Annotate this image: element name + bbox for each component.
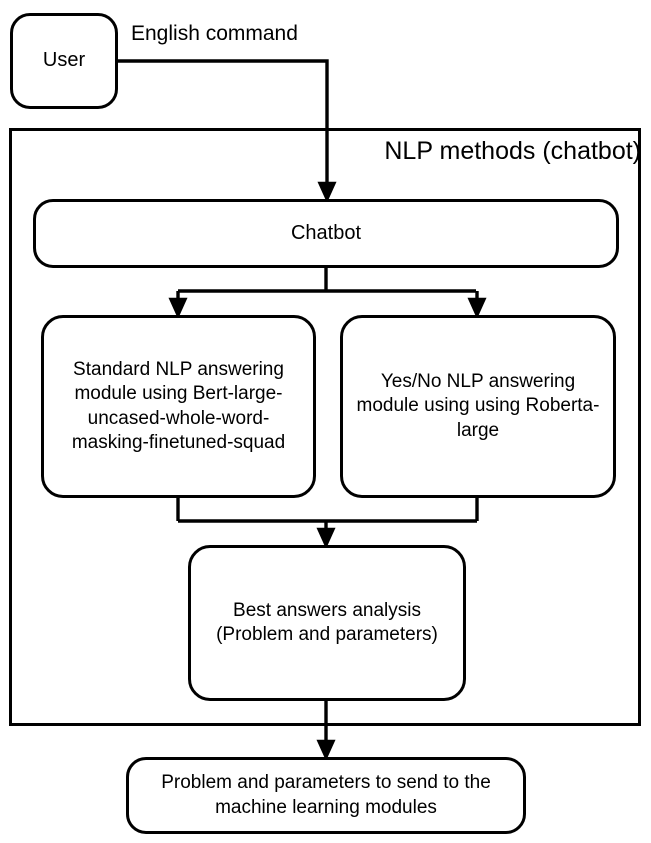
node-chatbot[interactable]: Chatbot: [33, 199, 619, 268]
node-standard-nlp-module-label: Standard NLP answering module using Bert…: [71, 358, 286, 453]
group-nlp-methods-title: NLP methods (chatbot): [384, 137, 641, 165]
node-best-answers-analysis[interactable]: Best answers analysis (Problem and param…: [188, 545, 466, 701]
node-best-answers-analysis-label: Best answers analysis (Problem and param…: [216, 599, 438, 645]
node-output-problem-parameters[interactable]: Problem and parameters to send to the ma…: [126, 757, 526, 834]
node-chatbot-label: Chatbot: [290, 221, 362, 244]
node-standard-nlp-module[interactable]: Standard NLP answering module using Bert…: [41, 315, 316, 498]
node-user[interactable]: User: [10, 13, 118, 109]
node-yesno-nlp-module-label: Yes/No NLP answering module using using …: [356, 371, 600, 441]
node-yesno-nlp-module[interactable]: Yes/No NLP answering module using using …: [340, 315, 616, 498]
node-output-problem-parameters-label: Problem and parameters to send to the ma…: [161, 772, 491, 818]
group-nlp-methods: [9, 128, 641, 726]
connector-user-to-chatbot: [118, 59, 337, 203]
edge-label-english-command: English command: [131, 22, 298, 45]
node-user-label: User: [42, 49, 86, 72]
